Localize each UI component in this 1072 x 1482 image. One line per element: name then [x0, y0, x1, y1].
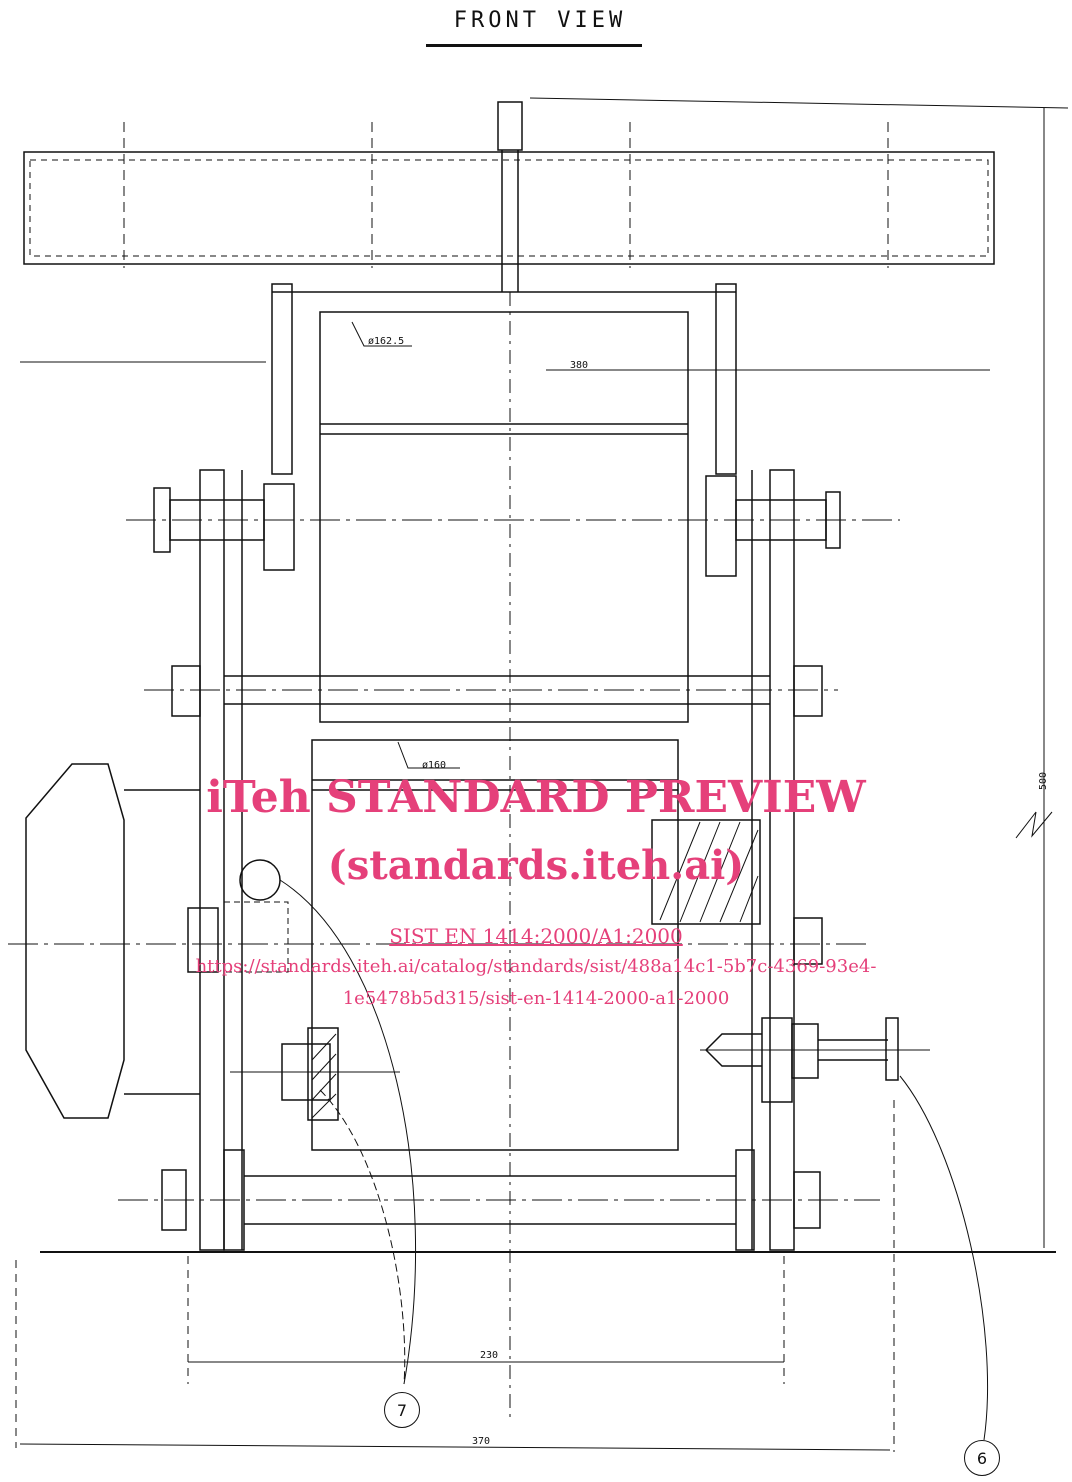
shaft-2-left-nut	[172, 666, 200, 716]
shaft-4-right-knob	[794, 1172, 820, 1228]
watermark-title: iTeh STANDARD PREVIEW	[206, 772, 866, 823]
dim-label-d5: 230	[480, 1350, 499, 1361]
dim-370-line	[20, 1444, 890, 1450]
dim-d3-leader	[398, 742, 460, 768]
right-hatched-pattern	[660, 822, 758, 922]
right-pin-knob	[886, 1018, 898, 1080]
shaft-1-right-knob	[826, 492, 840, 548]
upper-frame-left-post	[272, 284, 292, 474]
dim-label-d3: ø160	[422, 760, 447, 771]
shaft-3-right-nut	[794, 918, 822, 964]
watermark-standard-link[interactable]: SIST EN 1414:2000/A1:2000	[389, 924, 683, 948]
callout-6: 6	[964, 1440, 1000, 1476]
right-pin-body	[762, 1018, 792, 1102]
dim-d1-leader	[352, 322, 412, 346]
callout-7: 7	[384, 1392, 420, 1428]
lower-left-hatched-2	[308, 1028, 338, 1120]
upper-roller	[320, 312, 688, 722]
dim-label-d1: ø162.5	[368, 336, 405, 347]
watermark-site[interactable]: (standards.iteh.ai)	[327, 842, 745, 889]
shaft-2-right-nut	[794, 666, 822, 716]
top-beam	[24, 152, 994, 264]
watermark-url-line-1[interactable]: https://standards.iteh.ai/catalog/standa…	[195, 956, 877, 977]
dim-line-top-ext	[530, 98, 1068, 108]
left-drum	[26, 764, 124, 1118]
callout-7-leader-a	[280, 880, 416, 1384]
callout-7-leader-b	[320, 1090, 405, 1384]
dim-500-break	[1016, 812, 1052, 838]
top-beam-inner	[30, 160, 988, 256]
dim-label-d2: 380	[570, 360, 589, 371]
left-clamp-body	[224, 902, 288, 972]
shaft-4-left-knob	[162, 1170, 186, 1230]
shaft-4-left-block	[224, 1150, 244, 1250]
shaft-1-right-block	[706, 476, 736, 576]
left-side-frame	[200, 470, 224, 1250]
watermark-url-line-2[interactable]: 1e5478b5d315/sist-en-1414-2000-a1-2000	[342, 988, 730, 1009]
drawing-title: FRONT VIEW	[453, 8, 627, 33]
title-underline	[426, 44, 642, 47]
right-side-frame	[770, 470, 794, 1250]
lower-left-hatch-pattern	[312, 1034, 336, 1118]
right-hatched-block	[652, 820, 760, 924]
dim-label-d6: 370	[472, 1436, 491, 1447]
spindle-cap	[498, 102, 522, 150]
right-pin-hub	[792, 1024, 818, 1078]
upper-frame-right-post	[716, 284, 736, 474]
shaft-3-left-nut	[188, 908, 218, 972]
lower-roller	[312, 740, 678, 1150]
shaft-4-right-block	[736, 1150, 754, 1250]
shaft-1-left-block	[264, 484, 294, 570]
callout-6-leader	[900, 1076, 988, 1440]
